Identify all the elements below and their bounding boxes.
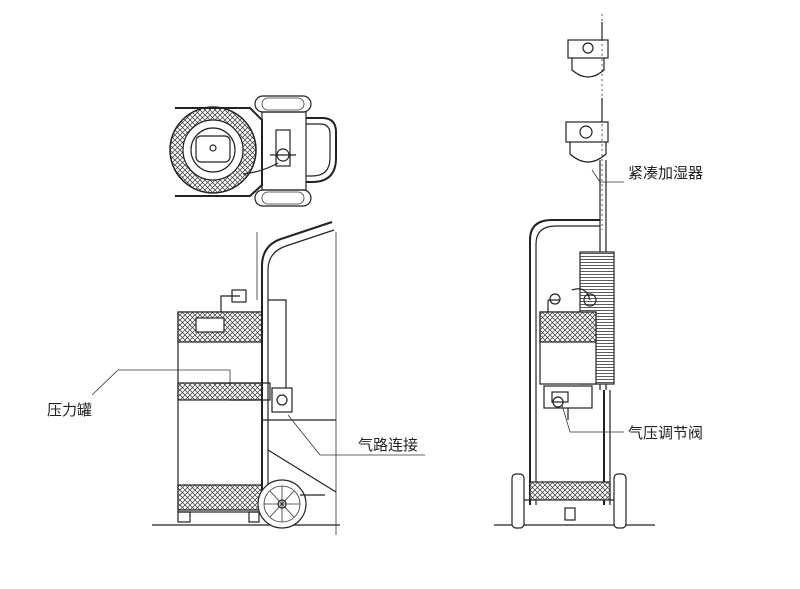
humidifier-upper — [567, 39, 609, 59]
label-pressure-tank: 压力罐 — [47, 401, 92, 419]
tank-mesh-bottom — [177, 484, 263, 511]
leader-air-connection — [287, 414, 425, 456]
top-handle — [306, 117, 337, 183]
label-pressure-regulator: 气压调节阀 — [628, 424, 703, 442]
front-wheel-left — [511, 473, 525, 529]
tank-top-lid — [195, 135, 231, 163]
side-trolley-frame — [261, 221, 333, 510]
tank-top-inner — [182, 119, 244, 181]
label-compact-humidifier: 紧凑加湿器 — [628, 164, 703, 182]
front-view — [494, 14, 655, 529]
leader-pressure-tank — [91, 369, 231, 396]
side-view — [152, 221, 340, 535]
top-view — [169, 95, 337, 207]
front-mesh-bottom — [529, 481, 611, 501]
front-trolley-frame — [529, 219, 600, 505]
label-air-connection: 气路连接 — [358, 436, 418, 454]
front-wheel-right — [613, 473, 627, 529]
leader-regulator — [561, 404, 624, 433]
leader-humidifier — [591, 169, 624, 183]
humidifier-lower — [565, 121, 609, 143]
tank-mesh-band — [177, 382, 263, 401]
leader-lines — [91, 169, 624, 456]
